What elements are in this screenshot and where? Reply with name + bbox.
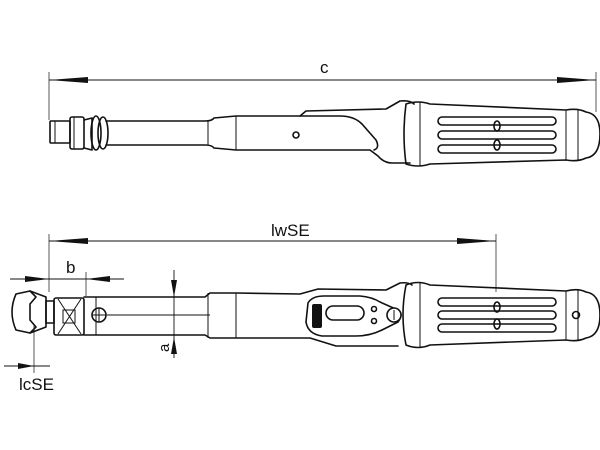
label-lwse: lwSE	[271, 221, 310, 240]
tube-bottom	[83, 281, 413, 347]
open-end-head	[11, 290, 85, 336]
dimension-a: a	[156, 270, 177, 358]
top-wrench: c	[48, 58, 600, 167]
label-lcse: lcSE	[19, 375, 54, 394]
tube-top	[105, 100, 415, 164]
dimension-lwse: lwSE	[48, 221, 497, 292]
label-b: b	[66, 258, 75, 277]
handle-top	[403, 101, 600, 167]
drive-head-top	[49, 115, 109, 151]
adjust-window	[305, 295, 402, 337]
label-c: c	[320, 58, 329, 77]
dimension-b: b	[10, 258, 124, 296]
bottom-wrench: lwSE b lcSE a	[4, 221, 600, 394]
label-a: a	[156, 343, 173, 352]
dimension-c: c	[48, 58, 597, 120]
handle-bottom	[402, 281, 600, 349]
dimension-lcse: lcSE	[4, 325, 54, 394]
